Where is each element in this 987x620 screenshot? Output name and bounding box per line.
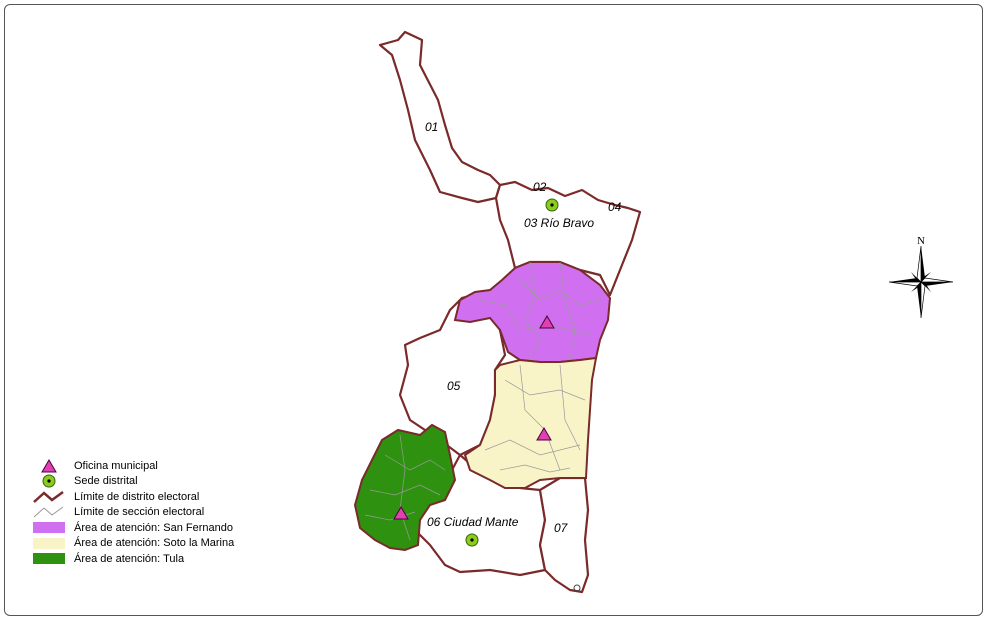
legend-item: Área de atención: Soto la Marina — [32, 536, 234, 552]
map-legend: Oficina municipal Sede distrital Límite … — [32, 458, 234, 567]
compass-rose — [888, 245, 954, 319]
legend-label: Límite de sección electoral — [74, 506, 205, 519]
legend-label: Área de atención: San Fernando — [74, 521, 234, 534]
legend-label: Área de atención: Tula — [74, 552, 185, 565]
legend-item: Límite de distrito electoral — [32, 489, 234, 505]
swatch-soto-la-marina — [33, 537, 65, 549]
office-marker-tula — [393, 506, 409, 520]
section-border-icon — [32, 505, 66, 519]
compass-north-label: N — [917, 235, 925, 247]
legend-label: Oficina municipal — [74, 459, 158, 472]
office-triangle-icon — [32, 458, 66, 473]
legend-item: Límite de sección electoral — [32, 505, 234, 521]
tip-marker — [573, 584, 581, 592]
district-label-07: 07 — [554, 521, 569, 535]
district-border-icon — [32, 490, 66, 504]
swatch-tula — [33, 553, 65, 565]
district-label-04: 04 — [608, 200, 622, 214]
legend-item: Oficina municipal — [32, 458, 234, 474]
legend-item: Área de atención: San Fernando — [32, 520, 234, 536]
district-01-area — [378, 30, 502, 204]
legend-label: Límite de distrito electoral — [74, 490, 200, 503]
seat-circle-icon — [32, 474, 66, 488]
office-marker-soto-la-marina — [536, 427, 552, 441]
area-soto-la-marina — [463, 356, 598, 489]
legend-label: Área de atención: Soto la Marina — [74, 537, 235, 550]
office-marker-san-fernando — [539, 315, 555, 329]
legend-label: Sede distrital — [74, 475, 138, 488]
area-tula — [353, 423, 457, 552]
seat-marker-ciudad-mante — [465, 533, 479, 547]
district-07-area — [538, 476, 590, 594]
district-label-01: 01 — [425, 120, 438, 134]
seat-marker-rio-bravo — [545, 198, 559, 212]
district-label-06: 06 Ciudad Mante — [427, 515, 519, 529]
district-label-02: 02 — [533, 180, 547, 194]
section-lines — [364, 261, 601, 541]
legend-item: Área de atención: Tula — [32, 551, 234, 567]
swatch-san-fernando — [33, 522, 65, 534]
legend-item: Sede distrital — [32, 474, 234, 490]
district-label-05: 05 — [447, 379, 461, 393]
district-label-03: 03 Río Bravo — [524, 216, 594, 230]
